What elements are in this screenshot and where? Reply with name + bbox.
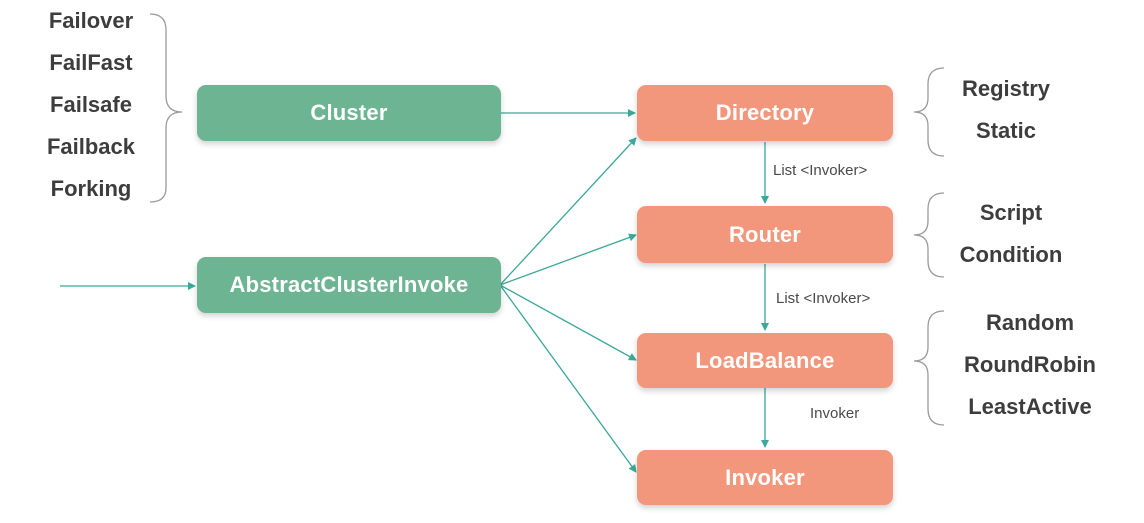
load-balance-types-list: Random RoundRobin LeastActive	[946, 302, 1114, 428]
cluster-strategy-failback: Failback	[46, 134, 136, 159]
abstract-cluster-invoker-node: AbstractClusterInvoke	[197, 257, 501, 313]
cluster-strategy-failsafe: Failsafe	[50, 92, 132, 117]
cluster-node-label: Cluster	[310, 100, 388, 125]
cluster-strategy-failover: Failover	[48, 8, 134, 33]
load-balance-node-label: LoadBalance	[695, 347, 835, 373]
directory-types-brace	[913, 67, 945, 157]
directory-type-static: Static	[976, 118, 1036, 143]
invoker-to-invoker-arrow	[499, 284, 637, 473]
load-balance-to-invoker-label: Invoker	[810, 405, 860, 422]
router-type-condition: Condition	[959, 242, 1063, 267]
invoker-to-load-balance-arrow	[499, 284, 637, 361]
load-balance-node: LoadBalance	[637, 333, 893, 388]
router-node: Router	[637, 206, 893, 263]
directory-types-list: Registry Static	[946, 68, 1066, 152]
invoker-to-router-arrow	[499, 233, 637, 286]
cluster-node: Cluster	[197, 85, 501, 141]
load-balance-type-leastactive: LeastActive	[968, 394, 1092, 419]
cluster-strategies-list: Failover FailFast Failsafe Failback Fork…	[20, 0, 162, 210]
load-balance-type-random: Random	[986, 310, 1074, 335]
cluster-strategy-failfast: FailFast	[49, 50, 133, 75]
router-to-load-balance-label: List <Invoker>	[776, 290, 871, 307]
router-types-list: Script Condition	[946, 192, 1076, 276]
router-node-label: Router	[728, 221, 802, 247]
invoker-node: Invoker	[637, 450, 893, 505]
directory-node: Directory	[637, 85, 893, 141]
cluster-strategy-forking: Forking	[50, 176, 132, 201]
invoker-node-label: Invoker	[725, 464, 805, 490]
router-types-brace	[913, 192, 945, 278]
router-type-script: Script	[979, 200, 1043, 225]
abstract-cluster-invoker-label: AbstractClusterInvoke	[229, 272, 469, 297]
directory-type-registry: Registry	[961, 76, 1051, 101]
invoker-to-directory-arrow	[499, 137, 637, 286]
directory-to-router-label: List <Invoker>	[773, 162, 868, 179]
load-balance-types-brace	[913, 310, 945, 426]
directory-node-label: Directory	[715, 100, 815, 125]
load-balance-type-roundrobin: RoundRobin	[964, 352, 1096, 377]
cluster-strategies-brace	[149, 13, 183, 203]
